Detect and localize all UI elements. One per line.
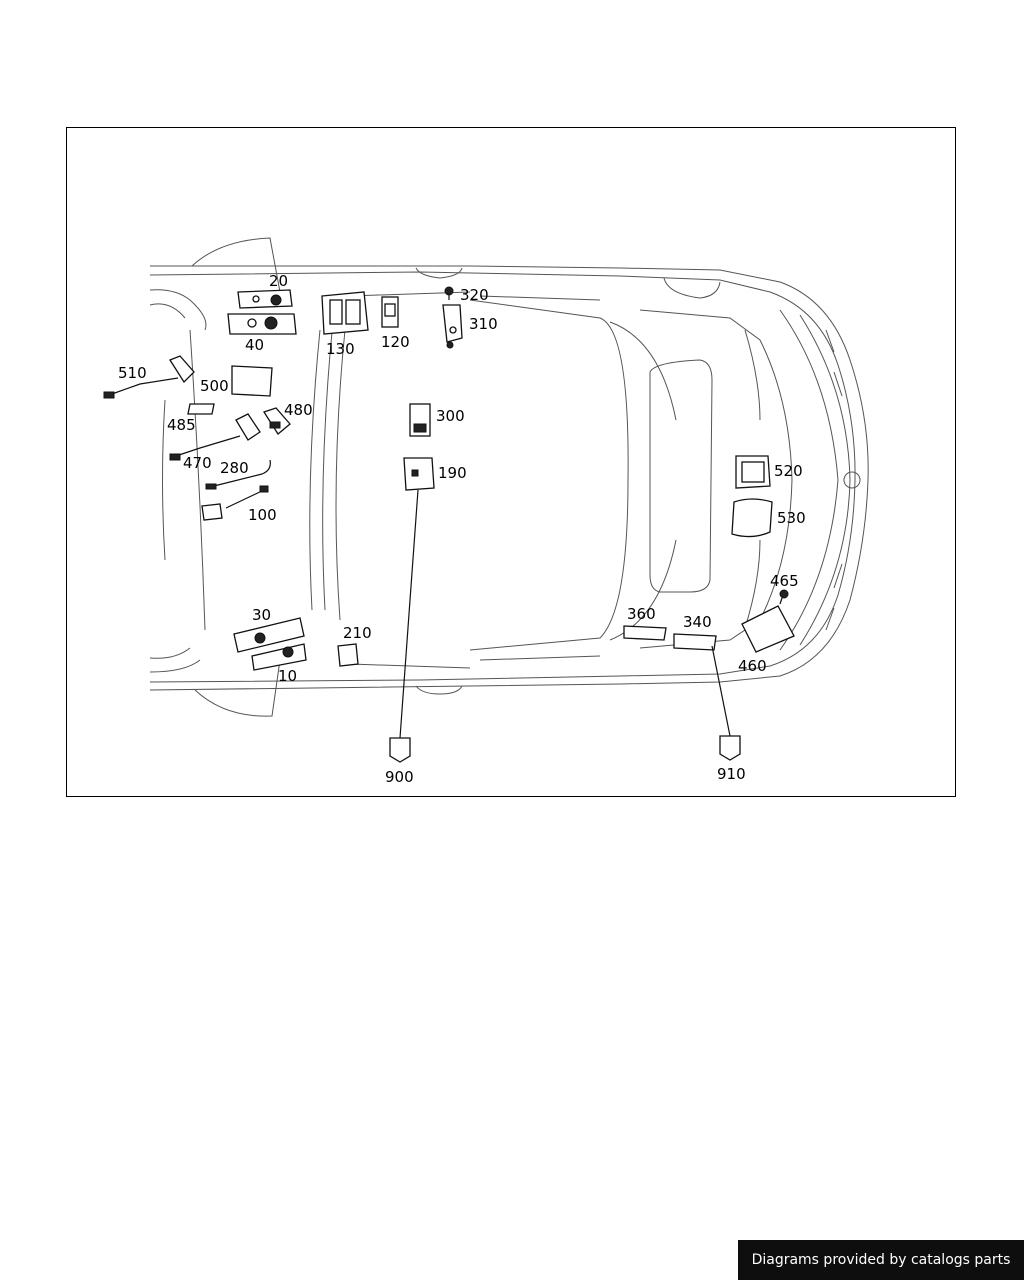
callout-485: 485 (167, 416, 196, 434)
part-210 (337, 643, 359, 667)
callout-520: 520 (774, 462, 803, 480)
part-300 (409, 403, 431, 437)
part-30 (233, 617, 305, 653)
callout-190: 190 (438, 464, 467, 482)
part-340 (673, 633, 717, 651)
part-910 (711, 645, 741, 761)
part-310 (442, 304, 463, 349)
part-900 (389, 489, 419, 763)
footer-attribution: Diagrams provided by catalogs parts (738, 1240, 1024, 1280)
part-10 (251, 643, 307, 671)
part-485 (187, 403, 215, 415)
callout-10: 10 (278, 667, 297, 685)
part-360 (623, 625, 667, 641)
callout-480: 480 (284, 401, 313, 419)
callout-100: 100 (248, 506, 277, 524)
parts (103, 286, 795, 763)
part-280 (205, 459, 271, 490)
callout-120: 120 (381, 333, 410, 351)
vehicle-outline (149, 237, 869, 717)
part-120 (381, 296, 399, 328)
callout-470: 470 (183, 454, 212, 472)
callout-340: 340 (683, 613, 712, 631)
part-530 (731, 498, 773, 538)
callout-20: 20 (269, 272, 288, 290)
callout-130: 130 (326, 340, 355, 358)
part-520 (735, 455, 771, 489)
callout-labels: 20 40 130 120 320 310 510 500 485 480 47… (118, 272, 806, 786)
callout-310: 310 (469, 315, 498, 333)
part-130 (321, 291, 369, 335)
part-480 (263, 407, 291, 435)
callout-460: 460 (738, 657, 767, 675)
part-40 (227, 313, 297, 335)
callout-40: 40 (245, 336, 264, 354)
callout-910: 910 (717, 765, 746, 783)
callout-360: 360 (627, 605, 656, 623)
part-465 (779, 589, 789, 605)
part-460 (741, 605, 795, 653)
callout-900: 900 (385, 768, 414, 786)
callout-530: 530 (777, 509, 806, 527)
part-470 (169, 413, 261, 461)
part-500 (231, 365, 273, 397)
callout-510: 510 (118, 364, 147, 382)
part-320 (444, 286, 454, 300)
callout-280: 280 (220, 459, 249, 477)
callout-30: 30 (252, 606, 271, 624)
part-510 (103, 355, 195, 399)
part-100 (201, 485, 269, 521)
part-20 (237, 289, 293, 309)
part-190 (403, 457, 435, 491)
callout-210: 210 (343, 624, 372, 642)
callout-300: 300 (436, 407, 465, 425)
callout-500: 500 (200, 377, 229, 395)
callout-320: 320 (460, 286, 489, 304)
callout-465: 465 (770, 572, 799, 590)
